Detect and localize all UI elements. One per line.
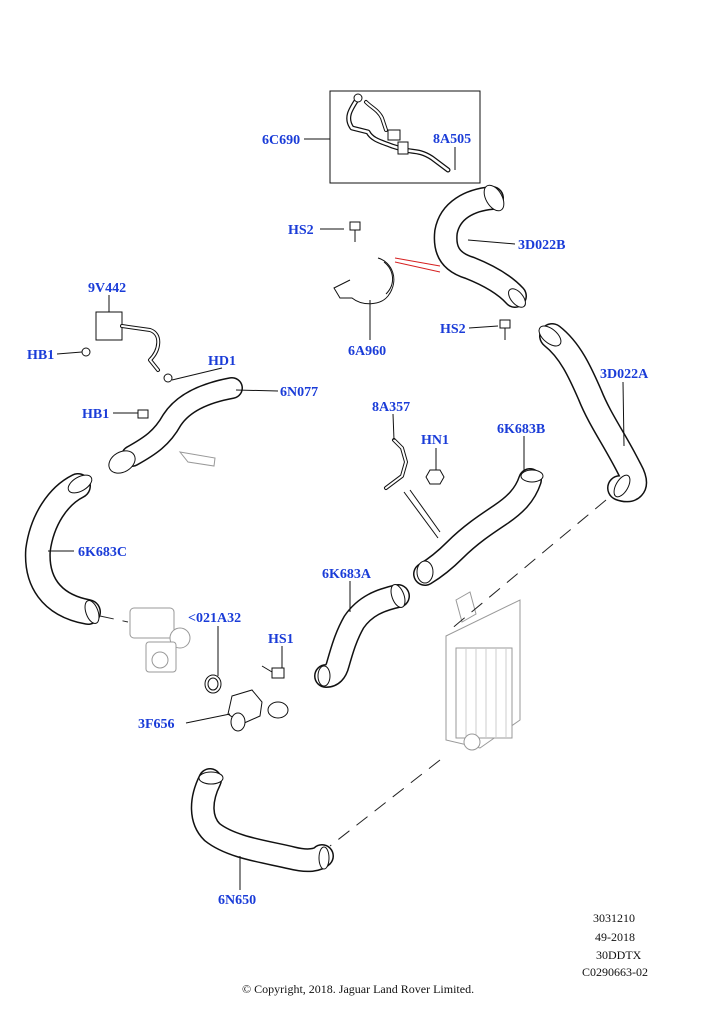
part-021a32-seal <box>204 674 222 694</box>
part-6k683b-hose <box>413 468 544 586</box>
meta-line-1: 3031210 <box>593 911 635 925</box>
label-8a357[interactable]: 8A357 <box>372 400 410 415</box>
leader-lines <box>48 138 625 890</box>
part-3d022b-hose <box>394 184 527 308</box>
label-6c690[interactable]: 6C690 <box>262 133 300 148</box>
meta-line-2: 49-2018 <box>595 930 635 944</box>
part-6n650-hose <box>190 768 334 873</box>
label-6n650[interactable]: 6N650 <box>218 893 256 908</box>
label-hs2-lower[interactable]: HS2 <box>440 322 466 337</box>
meta-line-3: 30DDTX <box>596 948 642 962</box>
label-6k683a[interactable]: 6K683A <box>322 567 372 582</box>
label-6a960[interactable]: 6A960 <box>348 344 386 359</box>
connection-dashes <box>99 499 607 847</box>
part-hn1-nut <box>425 469 445 485</box>
label-hn1[interactable]: HN1 <box>421 433 449 448</box>
part-hs1-bolt <box>261 665 285 679</box>
label-3d022b[interactable]: 3D022B <box>518 238 565 253</box>
label-6k683c[interactable]: 6K683C <box>78 545 127 560</box>
label-8a505[interactable]: 8A505 <box>433 132 471 147</box>
part-throttle-body-ghost <box>129 607 191 673</box>
label-6k683b[interactable]: 6K683B <box>497 422 545 437</box>
label-021a32[interactable]: <021A32 <box>188 611 241 626</box>
intercooler-ghost <box>445 591 521 751</box>
label-3f656[interactable]: 3F656 <box>138 717 175 732</box>
part-6a960-bracket <box>333 257 395 305</box>
label-9v442[interactable]: 9V442 <box>88 281 126 296</box>
part-6c690-inset <box>329 90 481 184</box>
part-6n077-hose <box>108 373 243 474</box>
part-3f656-elbow <box>227 689 289 732</box>
part-hs2-bolt-lower <box>499 319 511 340</box>
part-3d022a-hose <box>538 323 648 503</box>
label-hs2-upper[interactable]: HS2 <box>288 223 314 238</box>
part-hs2-bolt-upper <box>349 221 361 242</box>
label-hd1[interactable]: HD1 <box>208 354 236 369</box>
label-hb1-upper[interactable]: HB1 <box>27 348 54 363</box>
label-hb1-lower[interactable]: HB1 <box>82 407 109 422</box>
part-8a357-bracket <box>384 438 441 539</box>
label-6n077[interactable]: 6N077 <box>280 385 318 400</box>
meta-line-4: C0290663-02 <box>582 965 648 979</box>
label-hs1[interactable]: HS1 <box>268 632 294 647</box>
label-3d022a[interactable]: 3D022A <box>600 367 649 382</box>
part-9v442-sensor <box>81 311 161 372</box>
copyright-notice: © Copyright, 2018. Jaguar Land Rover Lim… <box>242 982 474 996</box>
part-6k683a-hose <box>314 584 410 688</box>
part-6k683c-hose <box>24 473 101 625</box>
